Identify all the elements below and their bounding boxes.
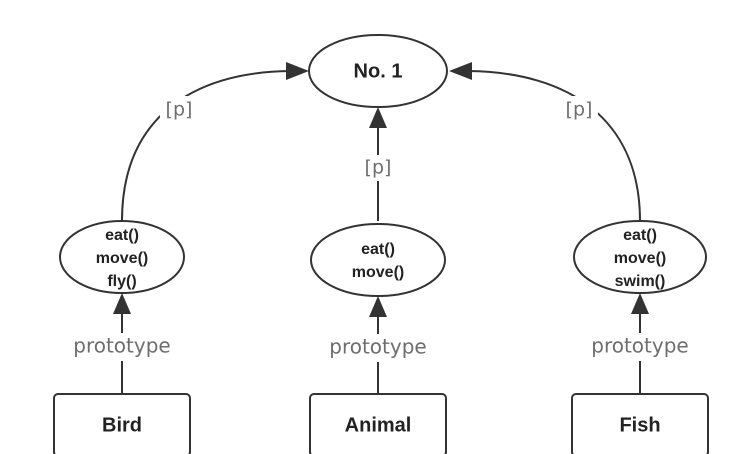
fish-prototype-node [573, 220, 707, 294]
root-node-label: No. 1 [354, 60, 403, 82]
arrowhead-bird-proto [113, 293, 131, 314]
edge-bird-proto-to-root [121, 70, 291, 222]
animal-prototype-method: eat() [361, 241, 395, 258]
edge-label-bird-prototype: prototype [73, 334, 170, 358]
arrowhead-bird-to-root [286, 62, 309, 80]
bird-constructor-label: Bird [102, 414, 142, 436]
animal-constructor-label: Animal [345, 414, 412, 436]
root-node [308, 34, 448, 108]
arrowhead-fish-proto [631, 293, 649, 314]
bird-prototype-method: eat() [105, 227, 139, 244]
arrowhead-animal-proto [369, 296, 387, 317]
arrowhead-fish-to-root [449, 62, 472, 80]
edge-label-fish-prototype: prototype [591, 334, 688, 358]
animal-prototype-method: move() [352, 264, 404, 281]
fish-constructor-label: Fish [619, 414, 660, 436]
edge-label-animal-link: [p] [365, 157, 392, 179]
fish-prototype-method: move() [614, 250, 666, 267]
edge-label-fish-link: [p] [566, 99, 593, 121]
label-bg-animal-link [358, 155, 398, 181]
bird-prototype-node [59, 220, 185, 294]
label-bg-bird-proto [64, 333, 180, 361]
animal-prototype-node [310, 223, 446, 297]
bird-prototype-method: move() [96, 250, 148, 267]
fish-constructor-box [571, 393, 709, 454]
arrowhead-animal-to-root [369, 107, 387, 128]
label-bg-animal-proto [320, 334, 436, 362]
fish-prototype-method: swim() [615, 273, 666, 290]
bird-prototype-method: fly() [107, 273, 136, 290]
edge-fish-proto-to-root [467, 70, 641, 222]
animal-constructor-box [309, 393, 447, 454]
label-bg-fish-proto [582, 333, 698, 361]
edge-label-animal-prototype: prototype [329, 335, 426, 359]
label-bg-bird-link [160, 96, 198, 122]
fish-prototype-method: eat() [623, 227, 657, 244]
label-bg-fish-link [560, 96, 598, 122]
edge-label-bird-link: [p] [166, 99, 193, 121]
bird-constructor-box [53, 393, 191, 454]
